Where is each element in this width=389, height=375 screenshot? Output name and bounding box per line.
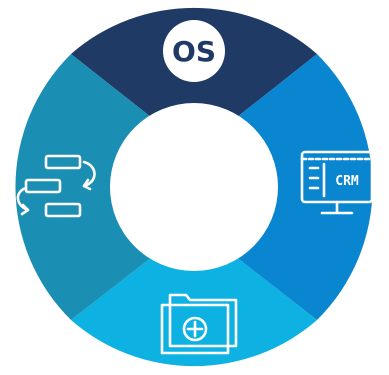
center-hole	[110, 103, 278, 271]
os-badge-icon: OS	[163, 20, 225, 82]
crm-monitor-icon: CRM	[300, 150, 374, 215]
crm-label: CRM	[335, 174, 359, 189]
segment-folder	[71, 250, 317, 367]
workflow-cycle-icon	[16, 154, 96, 218]
segment-crm	[227, 54, 373, 320]
os-label: OS	[172, 35, 216, 68]
folder-plus-icon	[160, 293, 238, 355]
